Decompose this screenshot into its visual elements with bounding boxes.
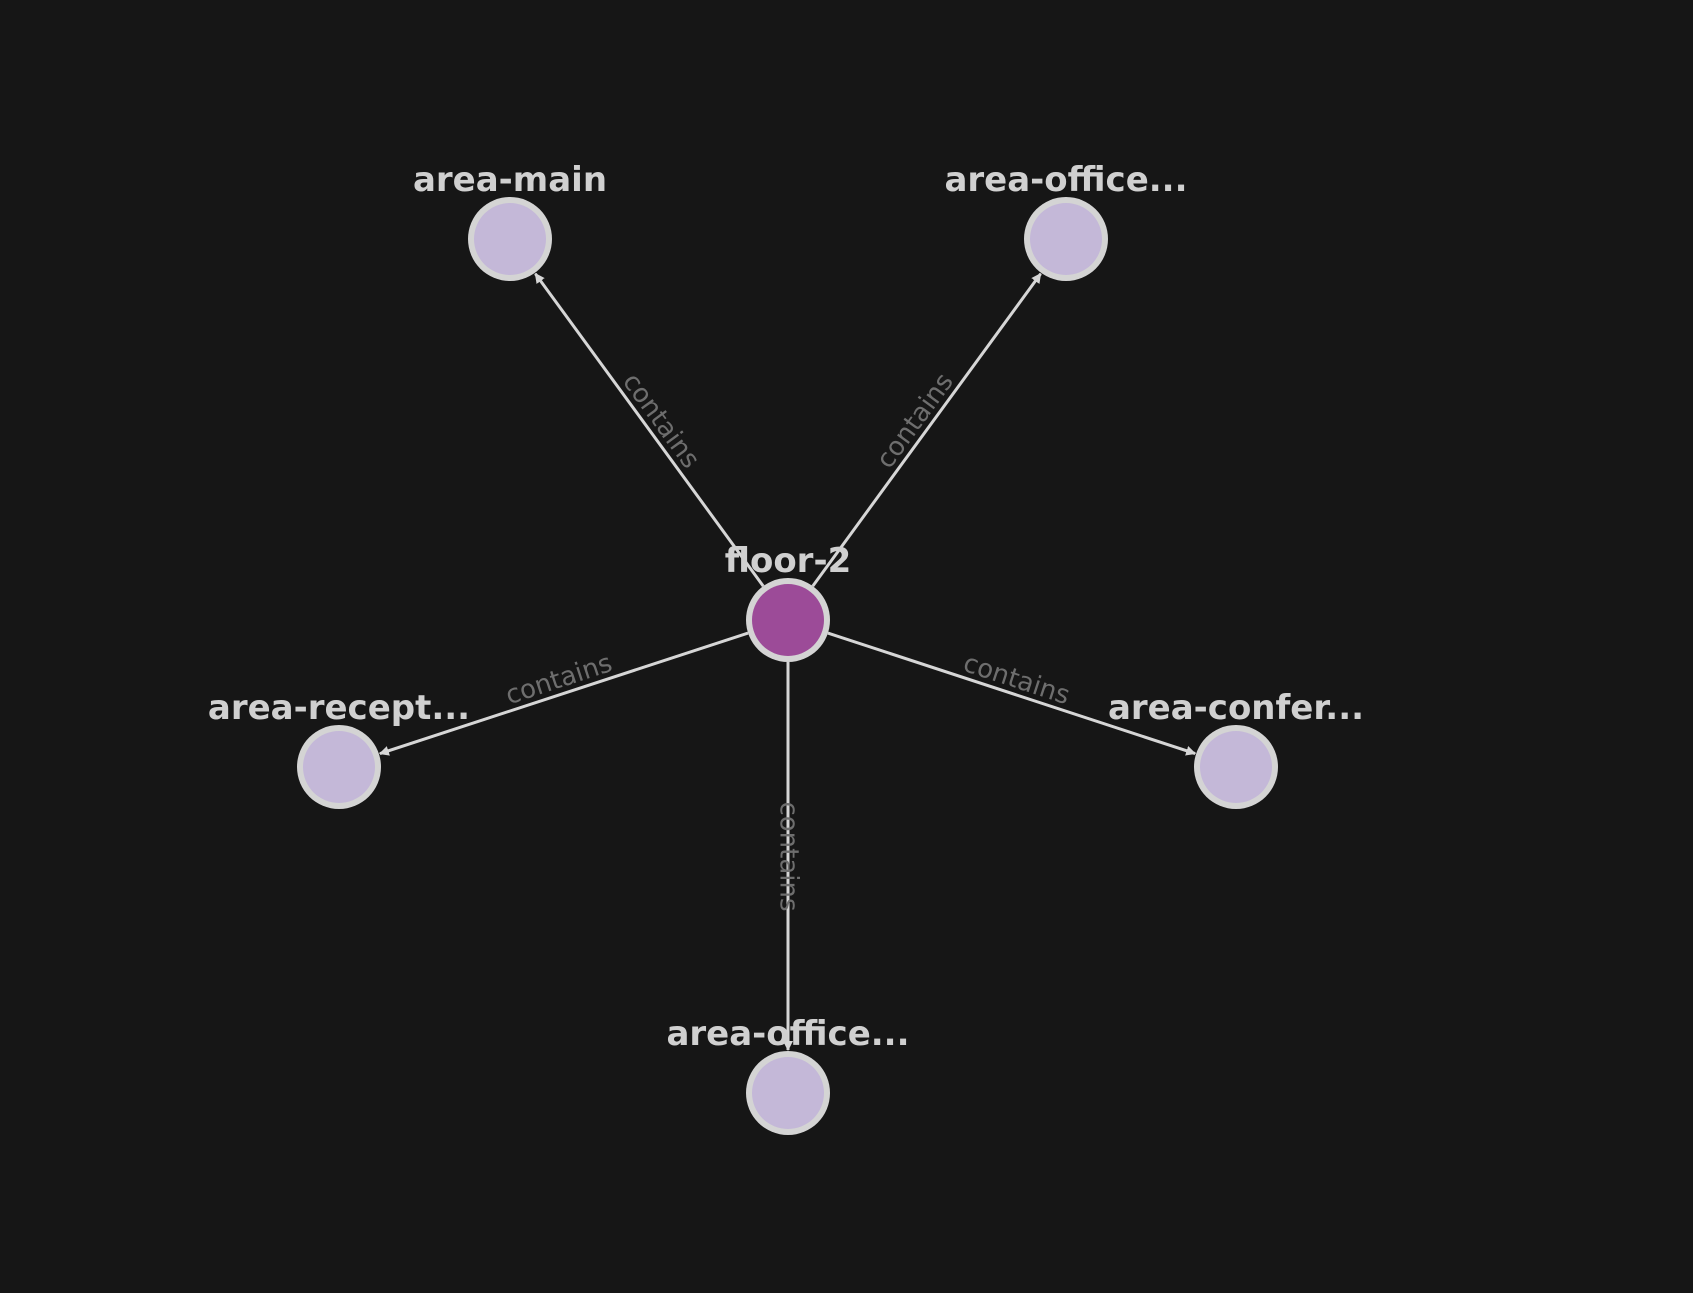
node-circle-floor-2 (752, 584, 824, 656)
node-floor-2[interactable]: floor-2 (725, 541, 851, 662)
node-area-conference[interactable]: area-confer... (1108, 688, 1364, 809)
node-label-area-reception: area-recept... (208, 688, 470, 728)
edge-label-area-reception: contains (502, 648, 616, 711)
edge-label-area-office-1: contains (871, 368, 960, 475)
node-circle-area-office-1 (1030, 203, 1102, 275)
node-circle-area-office-2 (752, 1057, 824, 1129)
node-area-reception[interactable]: area-recept... (208, 688, 470, 809)
edge-line-area-conference[interactable] (827, 631, 1197, 756)
node-area-office-2[interactable]: area-office... (666, 1014, 910, 1135)
nodes-layer: area-main area-office... area-recept... are… (208, 160, 1364, 1135)
edge-label-area-main: contains (616, 368, 705, 475)
edge-line-area-main[interactable] (534, 272, 765, 587)
node-circle-area-main (474, 203, 546, 275)
node-label-area-office-2: area-office... (666, 1014, 909, 1054)
node-label-area-conference: area-confer... (1108, 688, 1364, 728)
node-circle-area-reception (303, 731, 375, 803)
node-area-main[interactable]: area-main (413, 160, 607, 281)
edge-label-area-conference: contains (960, 648, 1074, 711)
node-label-area-office-1: area-office... (944, 160, 1187, 200)
edge-line-area-office-1[interactable] (811, 272, 1042, 587)
node-circle-area-conference (1200, 731, 1272, 803)
edge-label-area-office-2: contains (774, 801, 804, 911)
node-label-floor-2: floor-2 (725, 541, 851, 581)
node-area-office-1[interactable]: area-office... (944, 160, 1188, 281)
edge-line-area-reception[interactable] (378, 631, 749, 756)
node-label-area-main: area-main (413, 160, 607, 200)
